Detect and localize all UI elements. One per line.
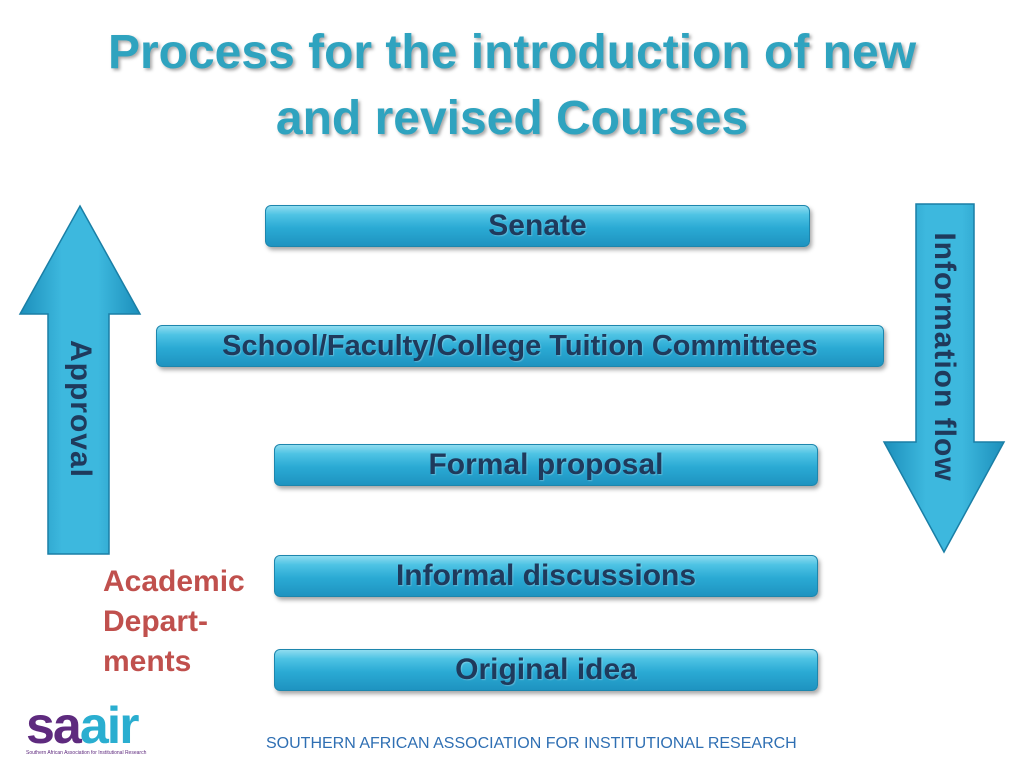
approval-label: Approval [64,339,97,479]
level-formal-proposal: Formal proposal [274,444,818,486]
down-arrow-icon [882,203,1006,554]
information-flow-label: Information flow [928,232,961,482]
logo-air: air [79,697,140,755]
level-senate-label: Senate [488,209,587,242]
level-tuition-committees: School/Faculty/College Tuition Committee… [156,325,884,367]
level-original-idea-label: Original idea [455,653,637,686]
title-line-1: Process for the introduction of new [107,26,917,79]
logo-tagline: Southern African Association for Institu… [26,750,147,756]
side-label-line-1: Academic [103,565,245,598]
logo-sa: sa [26,697,82,755]
level-informal-discussions-label: Informal discussions [395,559,697,592]
up-arrow-icon [18,204,142,555]
side-label-line-2: Depart- [103,605,209,638]
side-label-line-3: ments [103,645,192,678]
level-senate: Senate [265,205,810,247]
level-tuition-committees-label: School/Faculty/College Tuition Committee… [222,329,818,362]
footer-text: SOUTHERN AFRICAN ASSOCIATION FOR INSTITU… [266,735,797,752]
slide-title: Process for the introduction of new and … [0,20,1024,152]
level-informal-discussions: Informal discussions [274,555,818,597]
saair-logo: saair Southern African Association for I… [26,700,206,762]
level-formal-proposal-label: Formal proposal [428,448,664,481]
title-line-2: and revised Courses [275,92,749,145]
logo-wordmark: saair [26,697,140,755]
level-original-idea: Original idea [274,649,818,691]
academic-departments-label: Academic Depart- ments [103,562,245,682]
